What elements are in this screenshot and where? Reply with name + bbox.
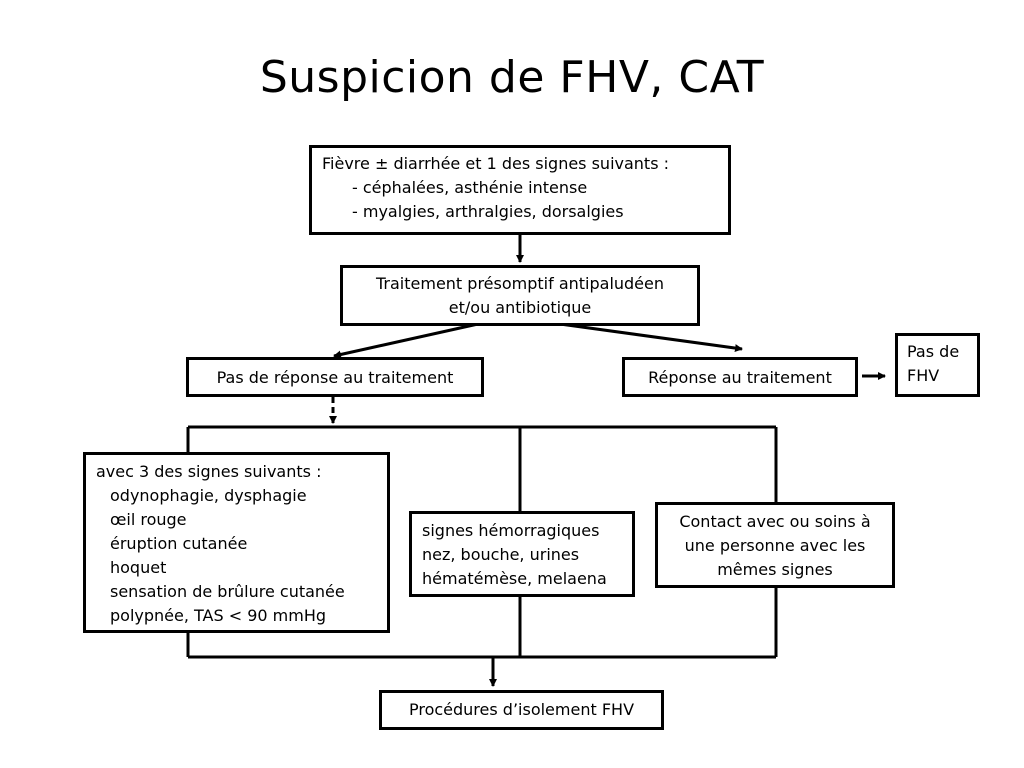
no-fhv-box: Pas de FHV [895,333,980,397]
clinical-sign-item: polypnée, TAS < 90 mmHg [110,606,327,625]
symptoms-line-3: - myalgies, arthralgies, dorsalgies [352,202,624,221]
isolation-label: Procédures d’isolement FHV [408,700,635,719]
treatment-line-1: Traitement présomptif antipaludéen [375,274,665,293]
response-box: Réponse au traitement [622,357,858,397]
isolation-box: Procédures d’isolement FHV [379,690,664,730]
clinical-signs-heading: avec 3 des signes suivants : [96,462,322,481]
response-label: Réponse au traitement [648,368,832,387]
clinical-sign-item: éruption cutanée [110,534,248,553]
contact-line-2: une personne avec les [684,536,866,555]
symptoms-box: Fièvre ± diarrhée et 1 des signes suivan… [309,145,731,235]
treatment-line-2: et/ou antibiotique [448,298,592,317]
symptoms-line-1: Fièvre ± diarrhée et 1 des signes suivan… [322,154,670,173]
hemorrhagic-line-3: hématémèse, melaena [422,569,607,588]
clinical-signs-box: avec 3 des signes suivants : odynophagie… [83,452,390,633]
contact-line-1: Contact avec ou soins à [679,512,871,531]
arrow-treatment-to-no-response [333,322,479,359]
clinical-sign-item: œil rouge [110,510,187,529]
contact-box: Contact avec ou soins à une personne ave… [655,502,895,588]
slide-title: Suspicion de FHV, CAT [259,52,765,103]
clinical-sign-item: sensation de brûlure cutanée [110,582,345,601]
arrow-treatment-to-response [559,322,743,353]
treatment-box: Traitement présomptif antipaludéen et/ou… [340,265,700,326]
no-fhv-line-2: FHV [907,366,940,385]
hemorrhagic-line-2: nez, bouche, urines [422,545,580,564]
hemorrhagic-line-1: signes hémorragiques [422,521,600,540]
no-fhv-line-1: Pas de [907,342,960,361]
clinical-sign-item: odynophagie, dysphagie [110,486,307,505]
no-response-label: Pas de réponse au traitement [216,368,454,387]
contact-line-3: mêmes signes [717,560,833,579]
no-response-box: Pas de réponse au traitement [186,357,484,397]
clinical-sign-item: hoquet [110,558,167,577]
hemorrhagic-signs-box: signes hémorragiques nez, bouche, urines… [409,511,635,597]
symptoms-line-2: - céphalées, asthénie intense [352,178,588,197]
